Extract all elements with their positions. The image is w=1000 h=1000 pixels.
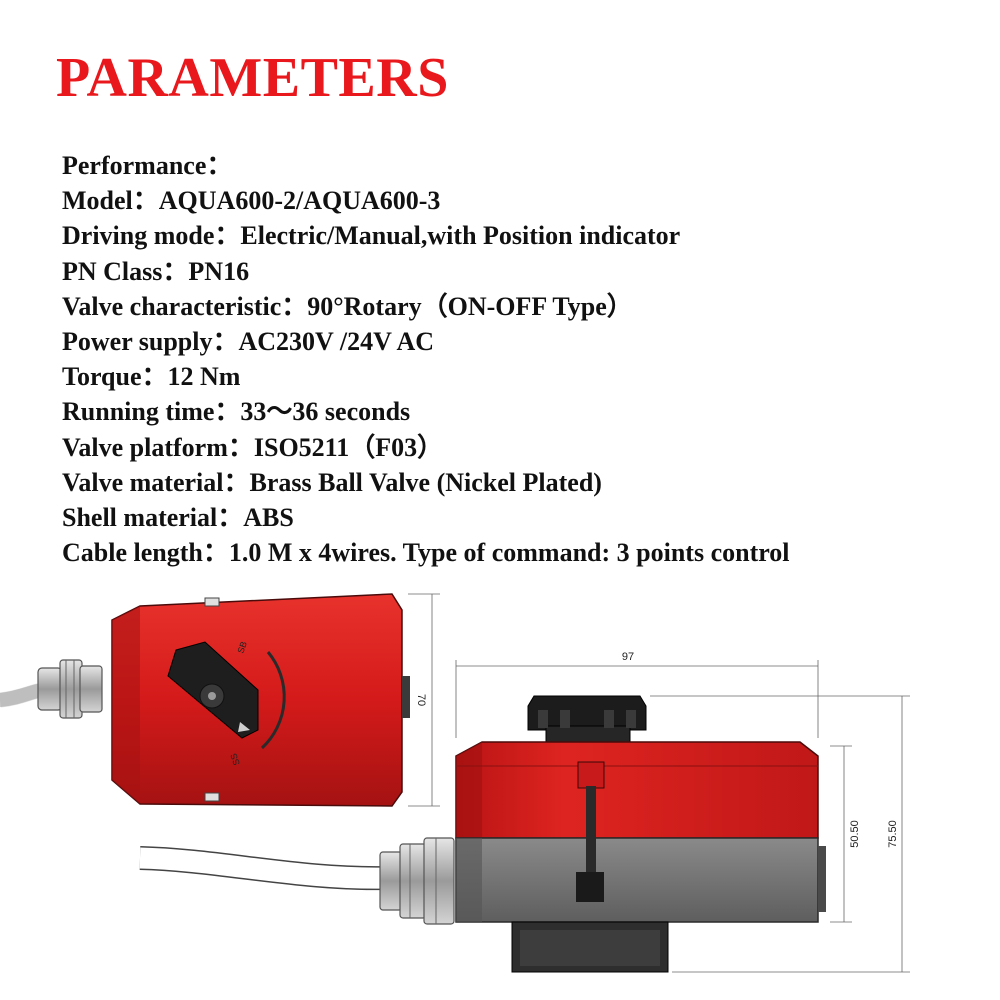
param-label: Model： (62, 186, 159, 216)
dimension-50-50: 50.50 (830, 745, 861, 923)
param-label: Cable length： (62, 538, 229, 568)
cable-gland-icon (37, 659, 103, 719)
param-label: Running time： (62, 397, 241, 427)
param-label: Valve characteristic： (62, 291, 308, 321)
param-value: 1.0 M x 4wires. Type of command: 3 point… (228, 538, 790, 568)
dim-label-75-50: 75.50 (887, 820, 899, 848)
param-value: AC230V /24V AC (238, 327, 435, 357)
page-title: PARAMETERS (56, 47, 449, 109)
param-label: Driving mode： (62, 221, 241, 251)
actuator-technical-drawing: SB SS 70 (0, 593, 910, 973)
param-label: Valve material： (62, 467, 250, 497)
dim-label-70: 70 (415, 694, 427, 706)
param-value: 33～36 seconds (240, 397, 411, 427)
param-row-driving-mode: Driving mode：Electric/Manual,with Positi… (62, 218, 790, 253)
dim-label-50-50: 50.50 (849, 820, 861, 848)
param-row-valve-material: Valve material：Brass Ball Valve (Nickel … (62, 465, 790, 500)
manual-knob-icon (527, 695, 647, 747)
param-label: Power supply： (62, 327, 239, 357)
param-value: AQUA600-2/AQUA600-3 (158, 186, 441, 216)
param-label: Valve platform： (62, 432, 254, 462)
param-row-valve-characteristic: Valve characteristic：90°Rotary（ON-OFF Ty… (62, 289, 790, 324)
param-value: ABS (243, 503, 294, 533)
dimension-70: 70 (408, 593, 440, 807)
param-row-valve-platform: Valve platform：ISO5211（F03） (62, 430, 790, 465)
param-row-torque: Torque：12 Nm (62, 359, 790, 394)
param-row-model: Model：AQUA600-2/AQUA600-3 (62, 183, 790, 218)
param-value: PN16 (188, 256, 250, 286)
actuator-top-view: SB SS 70 (0, 593, 440, 807)
dial-label-top: SB (235, 640, 249, 655)
param-label: Torque： (62, 362, 168, 392)
manual-lever-icon (167, 641, 259, 739)
position-indicator-icon (576, 761, 605, 902)
dimension-97: 97 (455, 651, 819, 738)
param-row-power-supply: Power supply：AC230V /24V AC (62, 324, 790, 359)
param-row-cable-length: Cable length：1.0 M x 4wires. Type of com… (62, 535, 790, 570)
side-cable-gland-icon (379, 837, 455, 925)
dim-label-97: 97 (622, 651, 634, 663)
param-row-performance: Performance： (62, 148, 790, 183)
param-value: Brass Ball Valve (Nickel Plated) (249, 467, 602, 497)
actuator-side-view: 97 50.50 75.50 (139, 651, 910, 973)
position-indicator-arc (260, 651, 286, 750)
param-value: Electric/Manual,with Position indicator (240, 221, 681, 251)
param-label: Performance： (62, 151, 233, 180)
param-value: ISO5211（F03） (253, 432, 444, 462)
param-row-running-time: Running time：33～36 seconds (62, 394, 790, 429)
param-value: 12 Nm (167, 362, 241, 392)
param-row-shell-material: Shell material：ABS (62, 500, 790, 535)
param-row-pn-class: PN Class：PN16 (62, 254, 790, 289)
param-value: 90°Rotary（ON-OFF Type） (307, 291, 633, 321)
dimension-75-50: 75.50 (650, 695, 910, 973)
param-label: PN Class： (62, 256, 189, 286)
parameter-list: Performance： Model：AQUA600-2/AQUA600-3 D… (62, 148, 790, 570)
dial-label-bottom: SS (228, 752, 242, 767)
param-label: Shell material： (62, 503, 244, 533)
